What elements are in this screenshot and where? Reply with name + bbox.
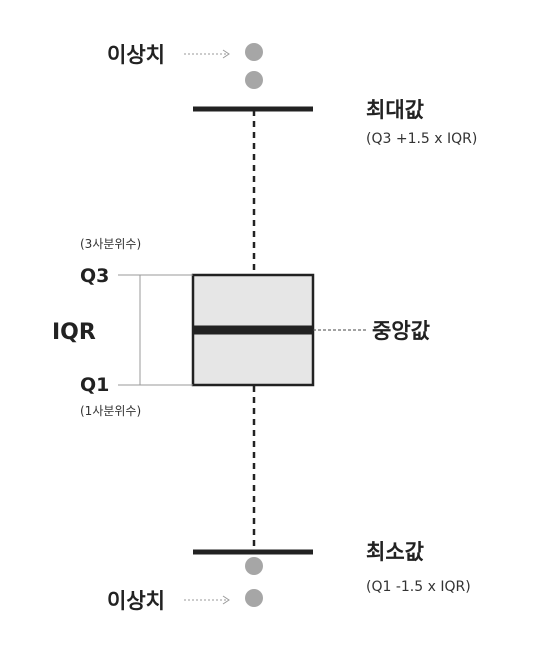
max-label: 최대값 [366,98,424,122]
outlier-label-top: 이상치 [107,43,165,67]
q3-label: Q3 [80,265,109,287]
outlier-label-bottom: 이상치 [107,589,165,613]
outlier-arrow-top [184,49,230,59]
outlier-point-top-1 [245,43,263,61]
min-label: 최소값 [366,540,424,564]
q1-label: Q1 [80,374,109,396]
median-label: 중앙값 [372,319,430,343]
max-formula: (Q3 +1.5 x IQR) [366,131,477,147]
q3-note: (3사분위수) [80,237,141,251]
outlier-point-top-2 [245,71,263,89]
min-formula: (Q1 -1.5 x IQR) [366,579,471,595]
q1-note: (1사분위수) [80,404,141,418]
outlier-point-bottom-2 [245,589,263,607]
iqr-label: IQR [52,320,96,345]
outlier-arrow-bottom [184,595,230,605]
outlier-point-bottom-1 [245,557,263,575]
